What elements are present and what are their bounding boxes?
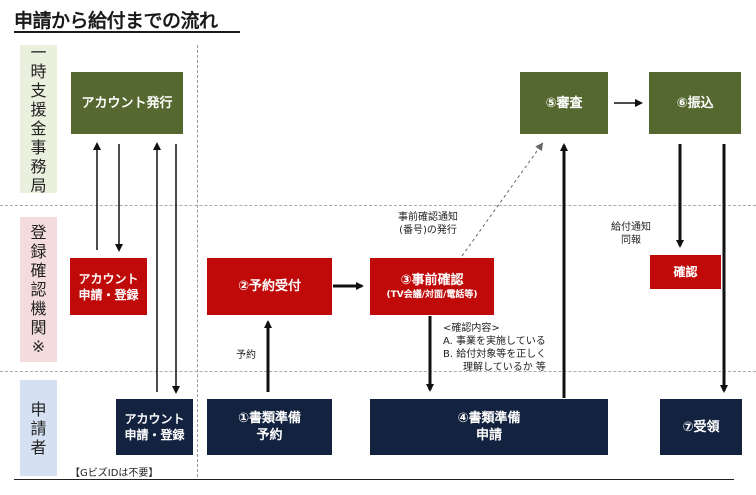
document-prep-apply-label-2: 申請 bbox=[475, 428, 502, 443]
account-application-registry-label-1: アカウント bbox=[78, 271, 139, 286]
document-prep-reserve-label-1: ①書類準備 bbox=[237, 411, 301, 426]
payment-notice-line-1: 給付通知 bbox=[611, 222, 651, 233]
pre-check-label: ③事前確認 bbox=[400, 273, 464, 288]
pre-notice-note: 事前確認通知 (番号)の発行 bbox=[398, 211, 458, 237]
lane-label-char: 関 bbox=[30, 318, 47, 337]
account-issue-label: アカウント発行 bbox=[81, 95, 173, 111]
check-contents-note: <確認内容> A. 事業を実施している B. 給付対象等を正しく 理解しているか… bbox=[443, 322, 546, 374]
lane-label-char: 一 bbox=[30, 43, 47, 62]
lane-label-char: 者 bbox=[30, 437, 47, 457]
pre-notice-line-2: (番号)の発行 bbox=[399, 225, 457, 236]
confirm-label: 確認 bbox=[673, 265, 698, 279]
account-application-applicant-label-1: アカウント bbox=[124, 412, 185, 426]
lane-divider bbox=[0, 205, 756, 206]
check-contents-b: B. 給付対象等を正しく bbox=[443, 349, 547, 360]
lane-label-char: 支 bbox=[30, 81, 47, 100]
transfer-label: ⑥振込 bbox=[676, 95, 714, 111]
document-prep-apply-box: ④書類準備 申請 bbox=[370, 399, 608, 455]
account-application-registry-box: アカウント 申請・登録 bbox=[70, 258, 147, 315]
lane-label-char: 申 bbox=[30, 399, 47, 419]
title-underline bbox=[14, 31, 240, 33]
lane-label-office: 一時支援金事務局 bbox=[20, 43, 57, 195]
account-issue-box: アカウント発行 bbox=[71, 72, 183, 134]
bottom-rule bbox=[14, 479, 734, 480]
lane-label-char: 事 bbox=[30, 138, 47, 157]
check-contents-a: A. 事業を実施している bbox=[443, 336, 546, 347]
document-prep-reserve-box: ①書類準備 予約 bbox=[207, 399, 332, 455]
lane-label-applicant: 申請者 bbox=[20, 380, 57, 476]
review-box: ⑤審査 bbox=[520, 72, 608, 134]
lane-label-char: 援 bbox=[30, 100, 47, 119]
confirm-box: 確認 bbox=[650, 255, 721, 289]
pre-notice-line-1: 事前確認通知 bbox=[398, 212, 458, 223]
receive-box: ⑦受領 bbox=[660, 399, 742, 455]
account-application-applicant-box: アカウント 申請・登録 bbox=[116, 399, 193, 455]
lane-label-char: ※ bbox=[31, 337, 46, 356]
check-contents-b2: 理解しているか 等 bbox=[463, 362, 546, 373]
phase-divider bbox=[197, 45, 198, 477]
lane-label-char: 機 bbox=[30, 299, 47, 318]
pre-check-sublabel: (TV会議/対面/電話等) bbox=[386, 290, 478, 300]
account-application-applicant-label-2: 申請・登録 bbox=[124, 428, 185, 442]
lane-label-char: 時 bbox=[30, 62, 47, 81]
transfer-box: ⑥振込 bbox=[649, 72, 741, 134]
check-contents-title: <確認内容> bbox=[443, 323, 500, 334]
page-title: 申請から給付までの流れ bbox=[14, 10, 218, 32]
gbiz-footnote: 【GビズIDは不要】 bbox=[70, 468, 159, 479]
reservation-accept-label: ②予約受付 bbox=[237, 279, 301, 294]
lane-label-registry: 登録確認機関※ bbox=[20, 217, 57, 362]
lane-label-char: 録 bbox=[30, 242, 47, 261]
payment-notice-line-2: 同報 bbox=[621, 235, 641, 246]
account-application-registry-label-2: 申請・登録 bbox=[78, 287, 139, 302]
review-label: ⑤審査 bbox=[545, 95, 583, 111]
lane-label-char: 認 bbox=[30, 280, 47, 299]
reservation-accept-box: ②予約受付 bbox=[207, 258, 332, 315]
arrow-precheck-to-review bbox=[461, 142, 544, 257]
reserve-note: 予約 bbox=[236, 350, 256, 361]
lane-label-char: 登 bbox=[30, 223, 47, 242]
payment-notice-note: 給付通知 同報 bbox=[611, 221, 651, 247]
pre-check-box: ③事前確認 (TV会議/対面/電話等) bbox=[370, 258, 494, 315]
document-prep-apply-label-1: ④書類準備 bbox=[457, 411, 521, 426]
document-prep-reserve-label-2: 予約 bbox=[256, 428, 283, 443]
lane-label-char: 金 bbox=[30, 119, 47, 138]
lane-divider bbox=[0, 371, 756, 372]
receive-label: ⑦受領 bbox=[682, 419, 720, 435]
lane-label-char: 務 bbox=[30, 157, 47, 176]
lane-label-char: 確 bbox=[30, 261, 47, 280]
lane-label-char: 局 bbox=[30, 176, 47, 195]
lane-label-char: 請 bbox=[30, 418, 47, 438]
